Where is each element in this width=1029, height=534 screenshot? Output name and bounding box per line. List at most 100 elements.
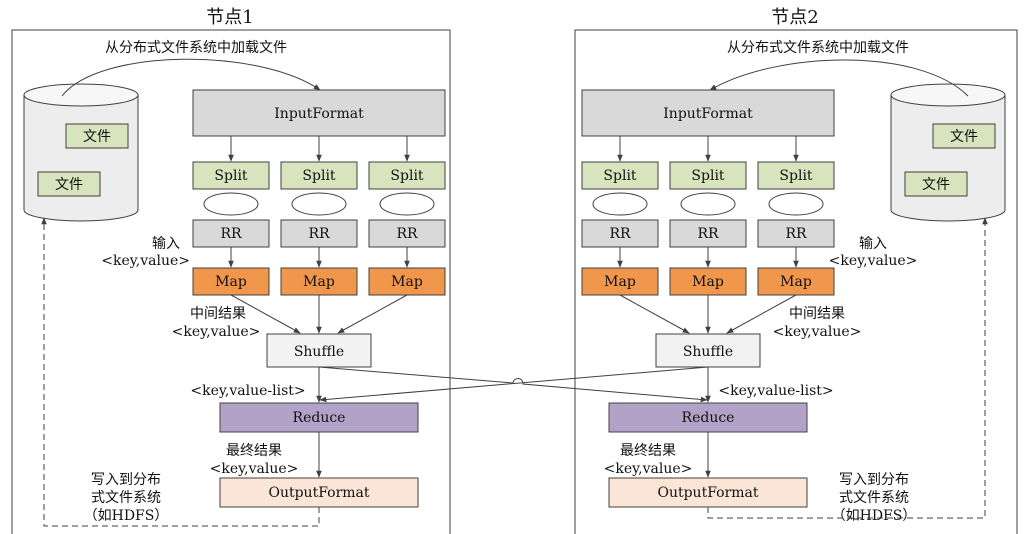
intermediate-label-kv: <key,value> (172, 324, 261, 340)
reduce-label: Reduce (682, 410, 735, 426)
output-format-label: OutputFormat (657, 485, 758, 501)
map-label: Map (303, 274, 335, 290)
split-rr-loop (680, 192, 736, 216)
write-label-line3: （如HDFS） (84, 508, 169, 524)
node-1-title: 节点1 (206, 7, 253, 28)
split-column: Split RR Map (581, 136, 659, 296)
rr-box (581, 219, 659, 248)
load-label: 从分布式文件系统中加载文件 (105, 40, 287, 56)
write-label-line2: 式文件系统 (91, 490, 161, 506)
split-rr-loop (291, 192, 347, 216)
input-format-label: InputFormat (663, 106, 753, 122)
node-1: 节点1 文件 文件 从分布式文件系统中加载文件 InputFormat Spli… (11, 7, 451, 534)
intermediate-label-title: 中间结果 (190, 306, 246, 322)
rr-label: RR (220, 226, 242, 242)
input-label-title: 输入 (859, 236, 887, 252)
rr-box (280, 219, 358, 248)
final-label-kv: <key,value> (604, 461, 693, 477)
map-label: Map (692, 274, 724, 290)
output-format-box (608, 477, 808, 508)
file-label: 文件 (922, 177, 950, 193)
final-label-title: 最终结果 (620, 443, 676, 459)
split-column: Split RR Map (280, 136, 358, 296)
cross-shuffle-arrow-1-to-2 (318, 366, 708, 403)
shuffle-label: Shuffle (294, 344, 344, 360)
input-format-box (192, 89, 446, 137)
split-label: Split (691, 168, 725, 184)
split-column: Split RR Map (669, 136, 747, 296)
node-2-title: 节点2 (771, 7, 818, 28)
write-label-line3: （如HDFS） (832, 508, 917, 524)
map-box (192, 267, 270, 296)
file-box (932, 123, 996, 149)
split-column: Split RR Map (192, 136, 270, 296)
node-2: 节点2 文件 文件 从分布式文件系统中加载文件 InputFormat Spli… (574, 7, 1018, 534)
split-rr-loop (768, 192, 824, 216)
rr-box (669, 219, 747, 248)
intermediate-label-kv: <key,value> (773, 324, 862, 340)
input-label-kv: <key,value> (829, 253, 918, 269)
map-label: Map (391, 274, 423, 290)
split-label: Split (603, 168, 637, 184)
split-box (757, 161, 835, 190)
file-box (65, 123, 129, 149)
rr-label: RR (308, 226, 330, 242)
reduce-label: Reduce (293, 410, 346, 426)
node-2-frame (574, 29, 1018, 534)
file-label: 文件 (55, 177, 83, 193)
split-box (280, 161, 358, 190)
split-column: Split RR Map (757, 136, 835, 296)
file-label: 文件 (83, 129, 111, 145)
split-box (192, 161, 270, 190)
output-format-label: OutputFormat (268, 485, 369, 501)
map-label: Map (604, 274, 636, 290)
node-1-frame (11, 29, 451, 534)
split-box (368, 161, 446, 190)
load-label: 从分布式文件系统中加载文件 (727, 40, 909, 56)
split-label: Split (779, 168, 813, 184)
reduce-input-label: <key,value-list> (190, 383, 305, 399)
split-rr-loop (592, 192, 648, 216)
split-column: Split RR Map (368, 136, 446, 296)
rr-label: RR (785, 226, 807, 242)
write-label-line1: 写入到分布 (839, 472, 909, 488)
split-rr-loop (203, 192, 259, 216)
final-label-kv: <key,value> (210, 461, 299, 477)
shuffle-box (266, 333, 372, 368)
split-label: Split (390, 168, 424, 184)
rr-box (368, 219, 446, 248)
map-box (581, 267, 659, 296)
disk-1: 文件 文件 (23, 83, 139, 222)
write-label-line2: 式文件系统 (839, 490, 909, 506)
map-label: Map (215, 274, 247, 290)
shuffle-label: Shuffle (683, 344, 733, 360)
map-label: Map (780, 274, 812, 290)
cross-shuffle-arrow-2-to-1 (319, 366, 709, 403)
reduce-box (219, 402, 419, 433)
rr-label: RR (396, 226, 418, 242)
input-label-kv: <key,value> (101, 253, 190, 269)
file-label: 文件 (950, 129, 978, 145)
input-format-label: InputFormat (274, 106, 364, 122)
write-back-arrow (707, 217, 988, 519)
shuffle-box (655, 333, 761, 368)
input-label-title: 输入 (152, 236, 180, 252)
load-arrow (709, 59, 969, 97)
split-box (669, 161, 747, 190)
split-rr-loop (379, 192, 435, 216)
final-label-title: 最终结果 (226, 443, 282, 459)
split-label: Split (214, 168, 248, 184)
file-box (37, 171, 101, 197)
map-box (669, 267, 747, 296)
rr-label: RR (609, 226, 631, 242)
file-box (904, 171, 968, 197)
split-box (581, 161, 659, 190)
split-label: Split (302, 168, 336, 184)
write-label-line1: 写入到分布 (91, 472, 161, 488)
load-arrow (61, 58, 321, 97)
disk-2: 文件 文件 (890, 83, 1006, 222)
map-box (757, 267, 835, 296)
intermediate-label-title: 中间结果 (789, 306, 845, 322)
